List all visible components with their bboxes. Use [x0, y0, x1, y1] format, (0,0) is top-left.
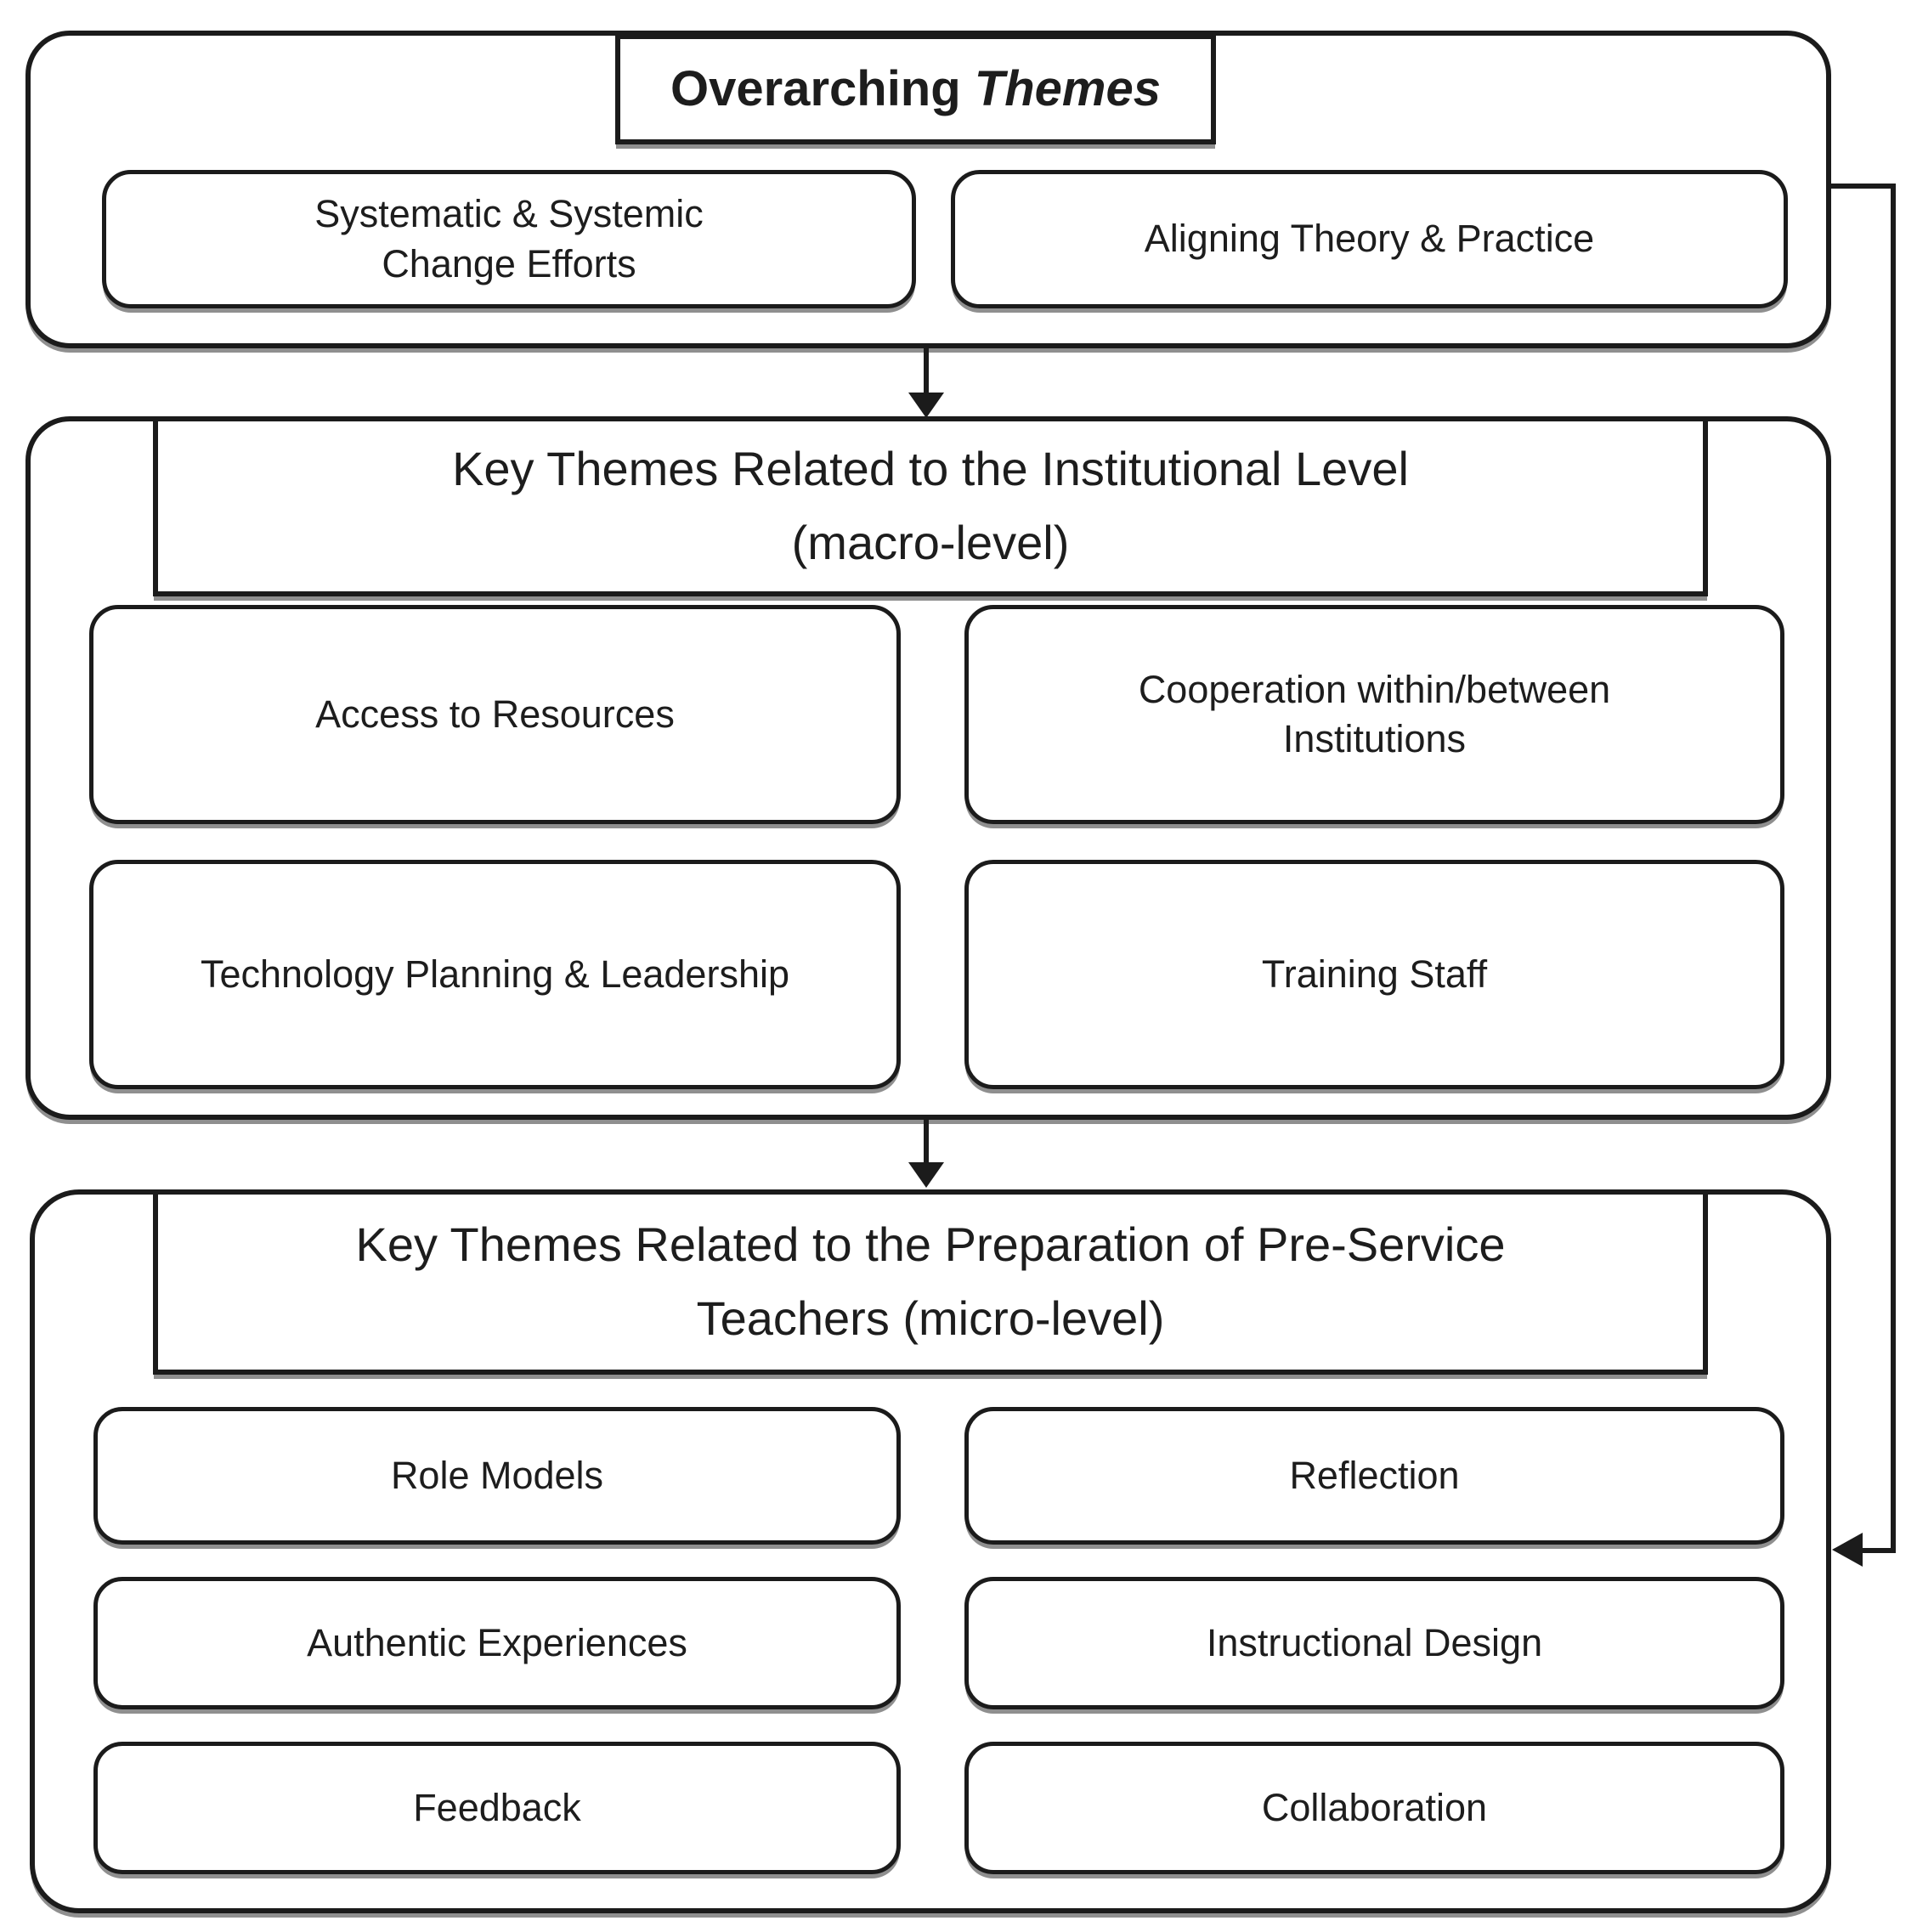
arrow-overarching-to-institutional-shaft: [924, 348, 929, 396]
box-technology-planning-leadership: Technology Planning & Leadership: [89, 860, 901, 1089]
feedback-connector-arrowhead-icon: [1832, 1533, 1863, 1567]
arrow-overarching-to-institutional-head-icon: [908, 393, 944, 418]
box-instructional-design: Instructional Design: [964, 1577, 1784, 1709]
overarching-themes-title-box: Overarching Themes: [615, 34, 1216, 144]
feedback-connector-vertical-segment: [1891, 184, 1896, 1553]
overarching-themes-title-italic: Themes: [974, 61, 1161, 117]
box-systematic-systemic-change-efforts: Systematic & Systemic Change Efforts: [102, 170, 916, 308]
box-cooperation-within-between-institutions: Cooperation within/between Institutions: [964, 605, 1784, 824]
arrow-institutional-to-preservice-shaft: [924, 1120, 929, 1166]
box-authentic-experiences: Authentic Experiences: [93, 1577, 901, 1709]
box-training-staff: Training Staff: [964, 860, 1784, 1089]
box-reflection: Reflection: [964, 1407, 1784, 1545]
box-role-models: Role Models: [93, 1407, 901, 1545]
box-collaboration: Collaboration: [964, 1742, 1784, 1874]
title-space: [961, 51, 975, 127]
box-access-to-resources: Access to Resources: [89, 605, 901, 824]
arrow-institutional-to-preservice-head-icon: [908, 1162, 944, 1188]
feedback-connector-top-segment: [1831, 184, 1896, 189]
overarching-themes-title-regular: Overarching: [670, 61, 961, 117]
institutional-level-title-box: Key Themes Related to the Institutional …: [153, 416, 1708, 596]
box-feedback: Feedback: [93, 1742, 901, 1874]
preservice-teachers-title-box: Key Themes Related to the Preparation of…: [153, 1189, 1708, 1375]
box-aligning-theory-practice: Aligning Theory & Practice: [951, 170, 1788, 308]
feedback-connector-bottom-segment: [1861, 1548, 1896, 1553]
